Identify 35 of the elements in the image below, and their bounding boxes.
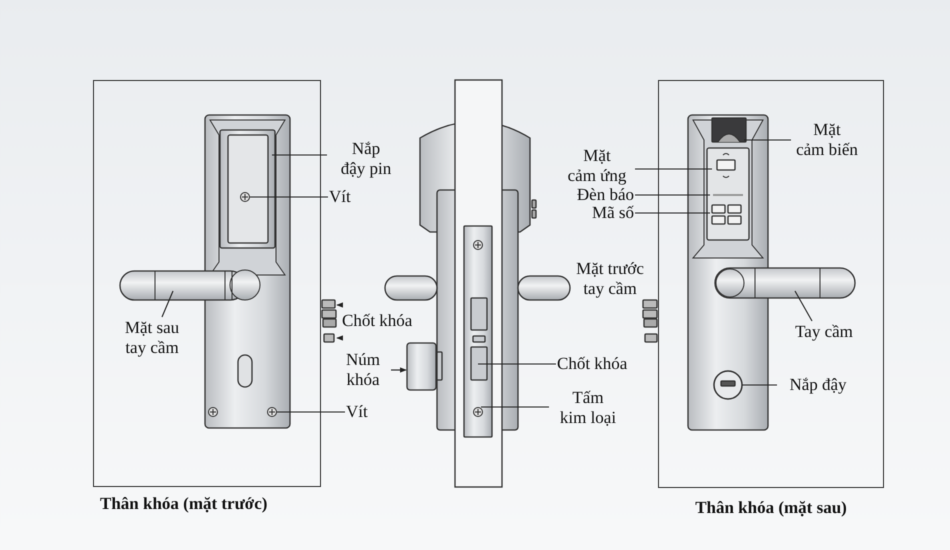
part-label: Nắp đậy pin: [340, 139, 392, 179]
leader-line: [635, 212, 710, 214]
arrow: [336, 302, 343, 308]
part-label: Vít: [329, 187, 352, 207]
panel-caption: Thân khóa (mặt sau): [694, 498, 848, 518]
leader-line: [635, 168, 712, 170]
leader-line: [481, 406, 549, 408]
leader-line: [742, 384, 777, 386]
part-label: Vít: [346, 402, 369, 422]
part-label: Nắp đậy: [788, 375, 848, 395]
leader-line: [272, 154, 327, 156]
part-label: Chốt khóa: [342, 311, 414, 331]
part-label: Mặt cảm biến: [795, 120, 859, 160]
leader-line: [277, 411, 345, 413]
door-lock-front-drawing: [118, 113, 292, 431]
leader-line: [478, 363, 556, 365]
part-label: Đèn báo: [576, 185, 634, 205]
leader-line: [635, 194, 710, 196]
part-label: Mặt trước tay cầm: [575, 259, 645, 299]
panel-caption: Thân khóa (mặt trước): [100, 494, 268, 514]
part-label: Tấm kim loại: [558, 388, 618, 428]
leader-line: [250, 196, 328, 198]
part-label: Mã số: [590, 203, 634, 223]
latch-bolts-drawing: [321, 299, 337, 343]
arrow: [391, 367, 407, 373]
leader-line: [794, 290, 812, 322]
part-label: Tay cầm: [794, 322, 854, 342]
thumb-turn-knob-drawing: [406, 342, 437, 391]
leader-line: [744, 139, 791, 141]
part-label: Mặt cảm ứng: [566, 146, 628, 186]
arrow: [336, 335, 343, 341]
part-label: Chốt khóa: [557, 354, 628, 374]
leader-line: [162, 290, 174, 318]
part-label: Núm khóa: [345, 350, 381, 390]
part-label: Mặt sau tay cầm: [124, 318, 180, 358]
